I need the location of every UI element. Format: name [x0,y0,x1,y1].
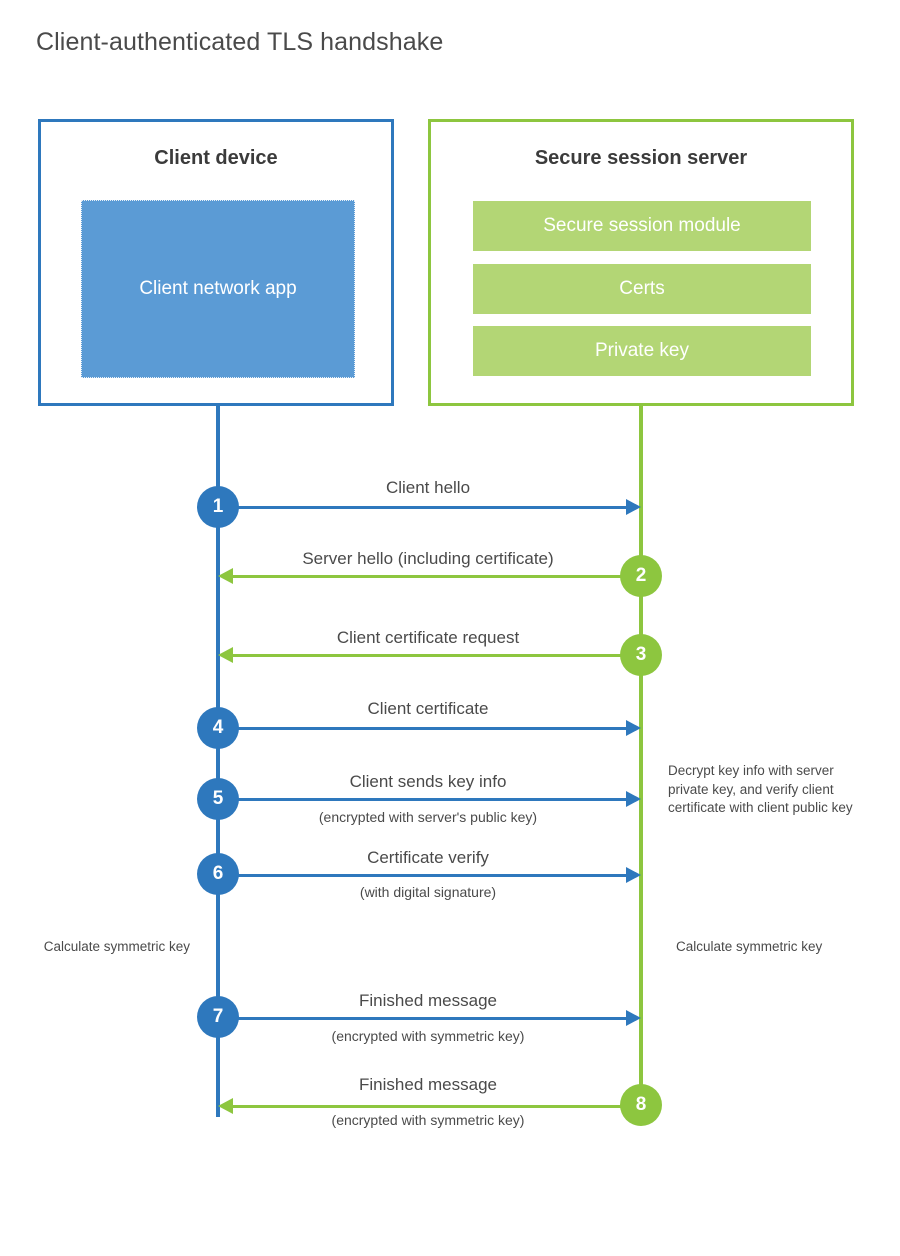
step-3-arrow-line [231,654,640,657]
client-lifeline [216,405,220,1117]
step-8-label: Finished message [359,1075,497,1094]
step-7-sublabel: (encrypted with symmetric key) [331,1028,525,1044]
server-component-private-key: Private key [473,326,811,376]
step-7-arrow-head-icon [626,1010,641,1026]
step-6-badge: 6 [197,853,239,895]
client-device-box: Client device Client network app [38,119,394,406]
step-7-label: Finished message [359,991,497,1010]
server-decrypt-note: Decrypt key info with server private key… [668,763,853,816]
step-6-label: Certificate verify [367,848,489,867]
step-8-sublabel: (encrypted with symmetric key) [331,1112,525,1128]
step-5-label: Client sends key info [349,772,507,791]
step-7-badge: 7 [197,996,239,1038]
server-component-secure-session-module: Secure session module [473,201,811,251]
step-6-arrow-line [218,874,628,877]
step-4-arrow-head-icon [626,720,641,736]
step-1-arrow-head-icon [626,499,641,515]
step-4-label: Client certificate [367,699,489,718]
step-1-badge: 1 [197,486,239,528]
step-3-arrow-head-icon [218,647,233,663]
step-8-badge: 8 [620,1084,662,1126]
step-5-sublabel: (encrypted with server's public key) [318,809,538,825]
step-1-arrow-line [218,506,628,509]
step-7-arrow-line [218,1017,628,1020]
step-6-sublabel: (with digital signature) [359,884,497,900]
step-1-label: Client hello [385,478,471,497]
step-2-arrow-line [231,575,640,578]
secure-session-server-box: Secure session server Secure session mod… [428,119,854,406]
step-5-badge: 5 [197,778,239,820]
step-3-label: Client certificate request [336,628,520,647]
server-lifeline [639,405,643,1107]
client-network-app-block: Client network app [81,200,355,378]
step-5-arrow-line [218,798,628,801]
step-8-arrow-head-icon [218,1098,233,1114]
step-4-badge: 4 [197,707,239,749]
step-6-arrow-head-icon [626,867,641,883]
step-8-arrow-line [231,1105,640,1108]
step-5-arrow-head-icon [626,791,641,807]
client-calculate-symmetric-key-note: Calculate symmetric key [43,939,190,954]
page-title: Client-authenticated TLS handshake [36,28,444,56]
client-device-title: Client device [154,147,278,169]
server-component-certs: Certs [473,264,811,314]
step-2-label: Server hello (including certificate) [302,549,554,568]
step-4-arrow-line [218,727,628,730]
step-2-arrow-head-icon [218,568,233,584]
step-3-badge: 3 [620,634,662,676]
step-2-badge: 2 [620,555,662,597]
server-calculate-symmetric-key-note: Calculate symmetric key [676,939,823,954]
secure-session-server-title: Secure session server [534,147,748,169]
